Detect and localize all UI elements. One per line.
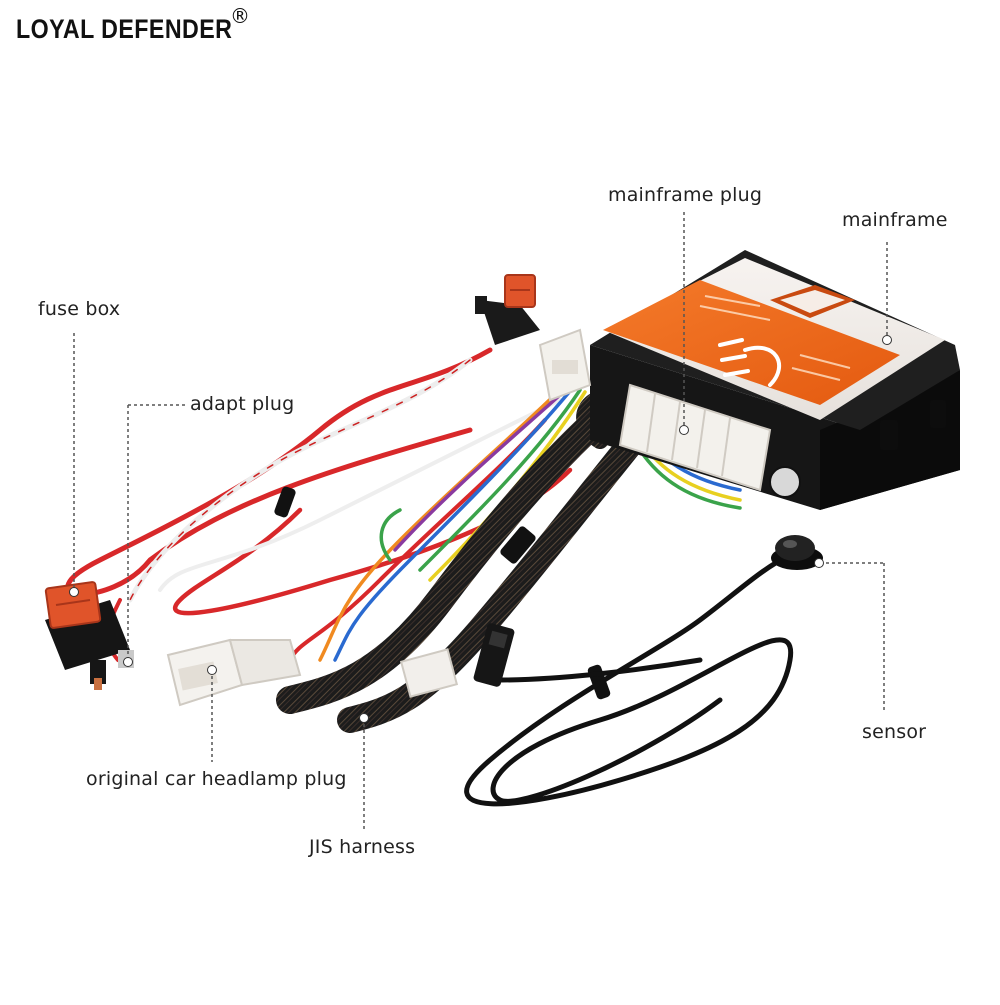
sensor-icon bbox=[771, 535, 823, 570]
label-sensor: sensor bbox=[862, 721, 927, 743]
fuse-top bbox=[475, 274, 540, 345]
jis-connectors bbox=[399, 648, 459, 698]
headlight-icon bbox=[718, 338, 782, 387]
fuse-box bbox=[44, 581, 134, 690]
sensor-cable bbox=[464, 552, 794, 807]
brand-logo: LOYAL DEFENDER bbox=[16, 14, 233, 44]
sensor-connector bbox=[473, 623, 515, 687]
label-mainframe: mainframe bbox=[842, 209, 948, 231]
callout-lines bbox=[73, 212, 888, 832]
logo-icon bbox=[770, 285, 855, 318]
mainframe-plug bbox=[618, 383, 772, 492]
adapt-plug bbox=[538, 328, 592, 402]
label-headlamp-plug: original car headlamp plug bbox=[86, 768, 347, 790]
label-fuse-box: fuse box bbox=[38, 298, 121, 320]
mainframe-device bbox=[590, 250, 960, 510]
callout-dots bbox=[69, 335, 892, 723]
label-jis-harness: JIS harness bbox=[309, 836, 416, 858]
signal-wires bbox=[318, 378, 742, 662]
registered-mark: ® bbox=[230, 4, 250, 28]
label-mainframe-plug: mainframe plug bbox=[608, 184, 763, 206]
label-adapt-plug: adapt plug bbox=[190, 393, 295, 415]
